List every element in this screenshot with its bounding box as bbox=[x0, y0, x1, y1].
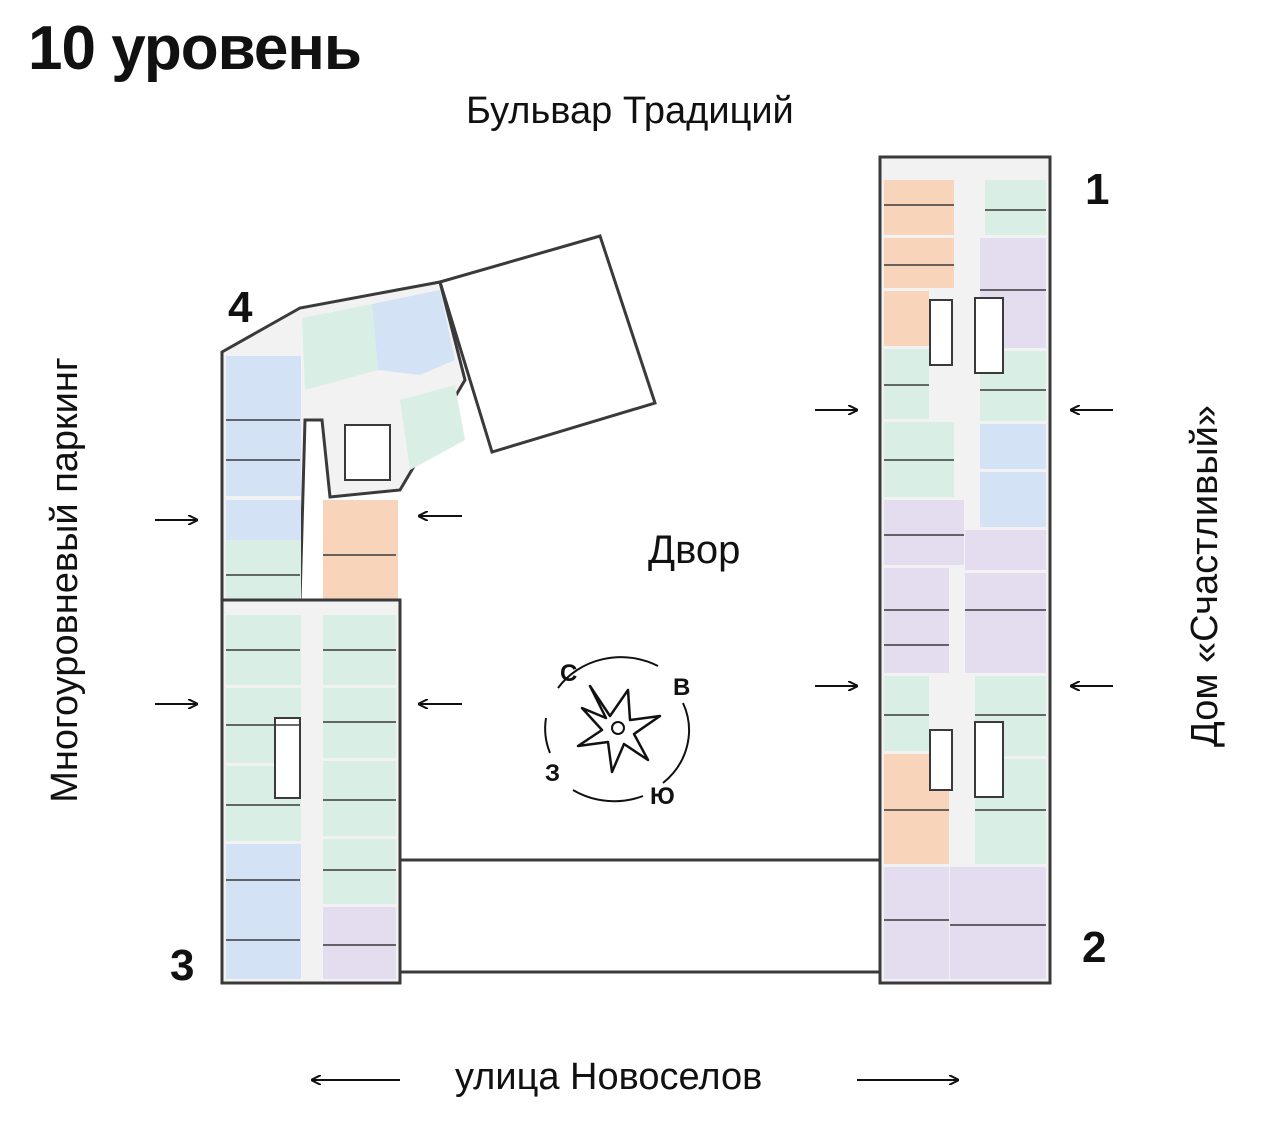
apartment-3-room-s1[interactable] bbox=[884, 867, 949, 979]
street-north-label: Бульвар Традиций bbox=[466, 90, 794, 132]
apartment-studio-e2[interactable] bbox=[980, 472, 1046, 527]
apartment-1-room-nw[interactable] bbox=[884, 349, 929, 419]
apartment-studio-e1[interactable] bbox=[980, 424, 1046, 469]
section-3-block bbox=[220, 419, 402, 985]
apartment-3-room-s2[interactable] bbox=[950, 867, 1046, 979]
section-number-4: 4 bbox=[228, 283, 253, 332]
apartment-3-room-e2[interactable] bbox=[965, 573, 1046, 673]
apartment-2-room-n[interactable] bbox=[302, 304, 378, 390]
compass-rose bbox=[544, 656, 690, 803]
compass-west-letter: З bbox=[545, 760, 561, 787]
lift-core-1 bbox=[974, 297, 1004, 374]
apartment-4-room[interactable] bbox=[226, 356, 301, 496]
apartment-2-room-e2[interactable] bbox=[323, 761, 396, 836]
section-number-1: 1 bbox=[1085, 165, 1110, 214]
apartment-1-room-sw[interactable] bbox=[884, 676, 929, 751]
apartment-2-room-n1[interactable] bbox=[884, 180, 954, 235]
apartment-3-room-e1[interactable] bbox=[965, 530, 1046, 570]
apartment-1-room-e2[interactable] bbox=[323, 839, 396, 904]
compass-south-letter: Ю bbox=[650, 783, 675, 810]
stair-core-1 bbox=[929, 299, 953, 366]
street-south-label: улица Новоселов bbox=[455, 1056, 763, 1098]
apartment-3-room-s[interactable] bbox=[323, 907, 396, 979]
left-building bbox=[220, 234, 657, 985]
apartment-4-room-s[interactable] bbox=[226, 844, 301, 979]
apartment-studio-n[interactable] bbox=[372, 290, 455, 375]
stair-core-2 bbox=[929, 729, 953, 791]
apartment-2-room-ne[interactable] bbox=[985, 180, 1046, 235]
apartment-2-room-e[interactable] bbox=[400, 385, 465, 470]
entrance-arrows bbox=[155, 410, 1113, 1080]
compass-east-letter: В bbox=[673, 674, 691, 701]
apartment-3-room-w1[interactable] bbox=[884, 500, 964, 565]
section-number-3: 3 bbox=[170, 941, 195, 990]
stair-core-3 bbox=[274, 717, 301, 799]
apartment-studio-w[interactable] bbox=[226, 500, 301, 540]
apartment-2-room-n2[interactable] bbox=[884, 238, 954, 288]
stair-core-4 bbox=[344, 424, 391, 481]
right-building bbox=[878, 155, 1052, 985]
page-title: 10 уровень bbox=[28, 14, 362, 83]
lift-core-2 bbox=[974, 721, 1004, 798]
parking-block bbox=[438, 234, 657, 454]
apartment-1-room-e1[interactable] bbox=[323, 688, 396, 758]
section-4-wing bbox=[220, 280, 467, 610]
yard-label: Двор bbox=[648, 528, 741, 572]
section-number-2: 2 bbox=[1082, 923, 1107, 972]
compass-star-icon bbox=[576, 684, 662, 774]
apartment-2-room-n3[interactable] bbox=[884, 291, 929, 346]
apartment-3-room-w2[interactable] bbox=[884, 568, 949, 673]
